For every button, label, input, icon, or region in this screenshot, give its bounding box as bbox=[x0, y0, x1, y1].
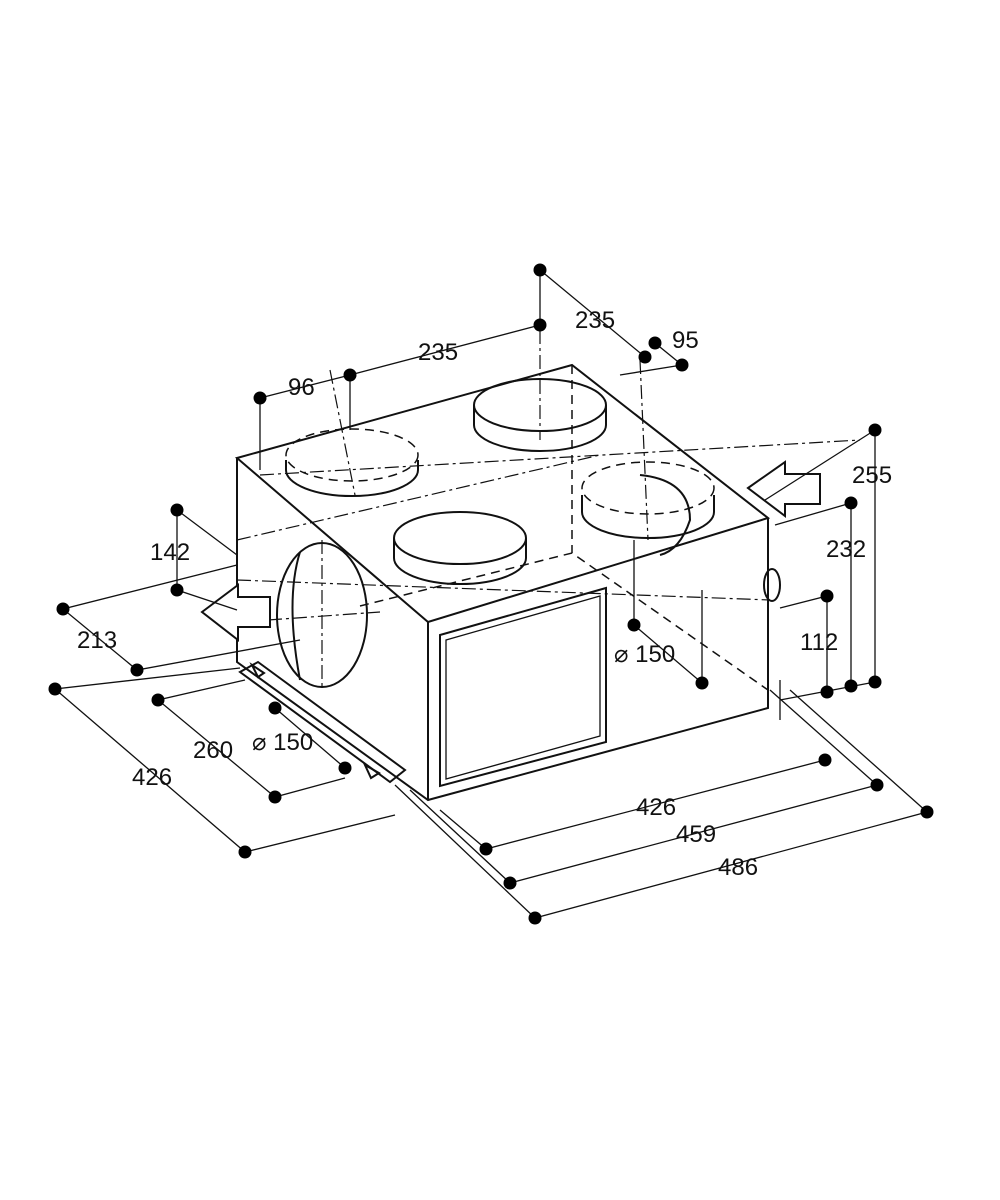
spigot-top-front-left bbox=[393, 511, 527, 565]
center-line bbox=[236, 579, 771, 601]
dimension-dot bbox=[48, 682, 62, 696]
dimension-dot bbox=[844, 679, 858, 693]
dimension-dot bbox=[868, 675, 882, 689]
dimension-dot bbox=[844, 496, 858, 510]
top-spigots bbox=[259, 330, 861, 585]
dimension-line bbox=[53, 667, 396, 853]
dim-top-235-a: 235 bbox=[575, 307, 615, 334]
front-panel bbox=[439, 586, 607, 788]
dimension-dot bbox=[479, 842, 493, 856]
dim-left-diameter: ⌀ 150 bbox=[252, 729, 313, 756]
dimension-dot bbox=[648, 336, 662, 350]
damper-flap bbox=[639, 474, 692, 556]
dimension-dot bbox=[151, 693, 165, 707]
side-spigot-wall bbox=[291, 551, 301, 681]
dimension-line bbox=[439, 759, 826, 850]
dimension-dot bbox=[820, 685, 834, 699]
dimension-line bbox=[61, 564, 301, 671]
dimension-dot bbox=[268, 790, 282, 804]
dimension-line bbox=[769, 689, 878, 786]
dim-top-235-b: 235 bbox=[418, 339, 458, 366]
dim-right-diameter: ⌀ 150 bbox=[614, 641, 675, 668]
dimension-dot bbox=[130, 663, 144, 677]
spigot-wall bbox=[393, 538, 527, 585]
dimension-dot bbox=[503, 876, 517, 890]
front-panel-inner bbox=[445, 595, 601, 780]
dim-top-95: 95 bbox=[672, 327, 699, 354]
bracket-holes bbox=[249, 662, 381, 780]
dimension-dot bbox=[170, 503, 184, 517]
dim-front-426: 426 bbox=[636, 794, 676, 821]
dimension-dot bbox=[533, 318, 547, 332]
dimension-line bbox=[539, 269, 646, 358]
dimension-dot bbox=[675, 358, 689, 372]
dimension-dot bbox=[338, 761, 352, 775]
dimension-dot bbox=[695, 676, 709, 690]
spigot-wall bbox=[581, 495, 715, 539]
dimension-dot bbox=[56, 602, 70, 616]
spigot-wall bbox=[285, 460, 419, 497]
side-spigot bbox=[267, 540, 381, 690]
spigot-wall bbox=[473, 405, 607, 452]
center-line bbox=[236, 454, 601, 541]
dim-left-142: 142 bbox=[150, 539, 190, 566]
dim-top-96: 96 bbox=[288, 374, 315, 401]
outlet-arrow-icon bbox=[200, 583, 271, 643]
spigot-top-back-left bbox=[285, 428, 419, 482]
dimension-line bbox=[176, 508, 238, 611]
dimension-dot bbox=[818, 753, 832, 767]
dimension-dot bbox=[627, 618, 641, 632]
dimension-dot bbox=[170, 583, 184, 597]
dim-left-426: 426 bbox=[132, 764, 172, 791]
dimension-dot bbox=[268, 701, 282, 715]
dim-right-112: 112 bbox=[800, 629, 838, 656]
dimension-dot bbox=[533, 263, 547, 277]
hidden-edge bbox=[359, 552, 769, 691]
dim-left-213: 213 bbox=[77, 627, 117, 654]
dimension-lines bbox=[53, 269, 928, 919]
unit-box bbox=[234, 363, 771, 802]
mounting-bracket bbox=[238, 568, 781, 784]
condensate-outlet bbox=[763, 568, 781, 602]
dimension-line bbox=[633, 540, 703, 685]
dimension-line bbox=[274, 707, 346, 769]
bracket-rail bbox=[238, 660, 407, 784]
center-line bbox=[329, 369, 356, 496]
dim-left-260: 260 bbox=[193, 737, 233, 764]
dim-right-232: 232 bbox=[826, 536, 866, 563]
dimension-dot bbox=[253, 391, 267, 405]
center-line bbox=[267, 611, 381, 621]
dim-front-486: 486 bbox=[718, 854, 758, 881]
dimension-dots bbox=[48, 263, 934, 925]
dimension-dot bbox=[638, 350, 652, 364]
dimension-dot bbox=[820, 589, 834, 603]
dimension-dot bbox=[528, 911, 542, 925]
center-line bbox=[259, 439, 861, 476]
dimension-dot bbox=[868, 423, 882, 437]
spigot-top-front-right bbox=[581, 461, 715, 515]
dimension-dot bbox=[870, 778, 884, 792]
dimension-line bbox=[156, 679, 346, 798]
center-line bbox=[639, 359, 649, 541]
dimension-dot bbox=[238, 845, 252, 859]
dimension-line bbox=[789, 689, 928, 813]
dim-front-459: 459 bbox=[676, 821, 716, 848]
inlet-arrow-icon bbox=[746, 460, 821, 519]
dimension-dot bbox=[343, 368, 357, 382]
dimension-dot bbox=[920, 805, 934, 819]
dim-right-255: 255 bbox=[852, 462, 892, 489]
dimension-line bbox=[774, 502, 852, 686]
